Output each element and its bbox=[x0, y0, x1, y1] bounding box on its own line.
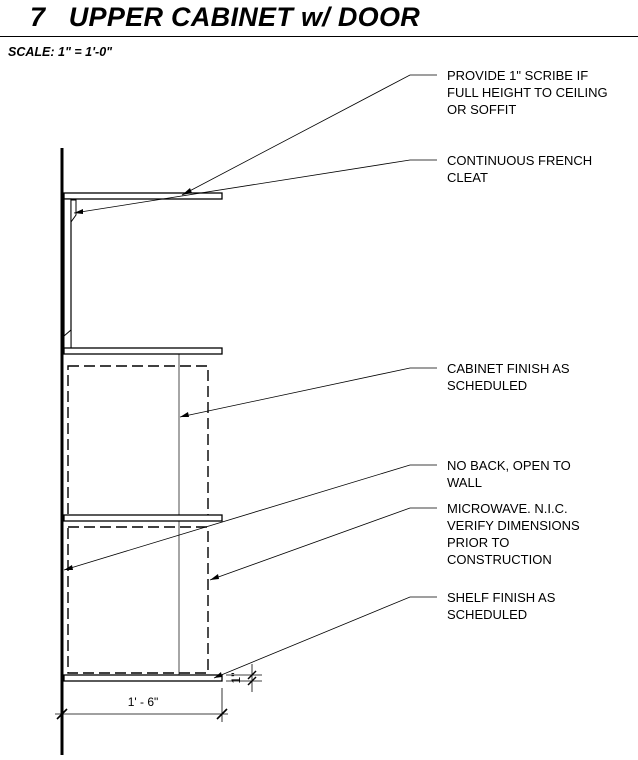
leader-arrowheads bbox=[64, 188, 222, 678]
depth-dimension-label: 1' - 6" bbox=[128, 695, 159, 709]
note-shelf-finish: SHELF FINISH AS SCHEDULED bbox=[447, 590, 556, 622]
back-panel bbox=[63, 198, 72, 350]
note-french-cleat: CONTINUOUS FRENCH CLEAT bbox=[447, 153, 593, 185]
note-cabinet-finish: CABINET FINISH AS SCHEDULED bbox=[447, 361, 570, 393]
note-microwave: MICROWAVE. N.I.C. VERIFY DIMENSIONS PRIO… bbox=[447, 501, 580, 567]
note-scribe: PROVIDE 1" SCRIBE IF FULL HEIGHT TO CEIL… bbox=[447, 68, 608, 117]
scale-label: SCALE: 1" = 1'-0" bbox=[8, 45, 113, 59]
detail-title: 7 UPPER CABINET w/ DOOR bbox=[30, 2, 420, 33]
upper-door-dashed bbox=[67, 365, 209, 517]
microwave-dashed bbox=[67, 526, 209, 674]
middle-shelf bbox=[63, 514, 223, 522]
title-underline bbox=[0, 36, 638, 37]
leader-cabinet-finish bbox=[179, 367, 437, 418]
shelf-thickness-label: 1" bbox=[229, 673, 243, 684]
leader-no-back bbox=[63, 464, 437, 571]
note-no-back: NO BACK, OPEN TO WALL bbox=[447, 458, 571, 490]
leader-cleat bbox=[73, 159, 437, 214]
french-cleat-top bbox=[70, 199, 77, 224]
leader-shelf-finish bbox=[213, 596, 437, 679]
leader-microwave bbox=[209, 507, 437, 581]
bottom-shelf bbox=[63, 674, 223, 682]
leader-lines bbox=[63, 74, 437, 679]
detail-title-text: UPPER CABINET w/ DOOR bbox=[68, 2, 421, 32]
detail-number: 7 bbox=[30, 2, 46, 32]
top-panel bbox=[63, 192, 223, 200]
depth-dimension bbox=[55, 688, 228, 722]
leader-scribe bbox=[181, 74, 437, 196]
shelf-thickness-dimension bbox=[226, 664, 262, 692]
cabinet-bottom-panel bbox=[63, 347, 223, 355]
